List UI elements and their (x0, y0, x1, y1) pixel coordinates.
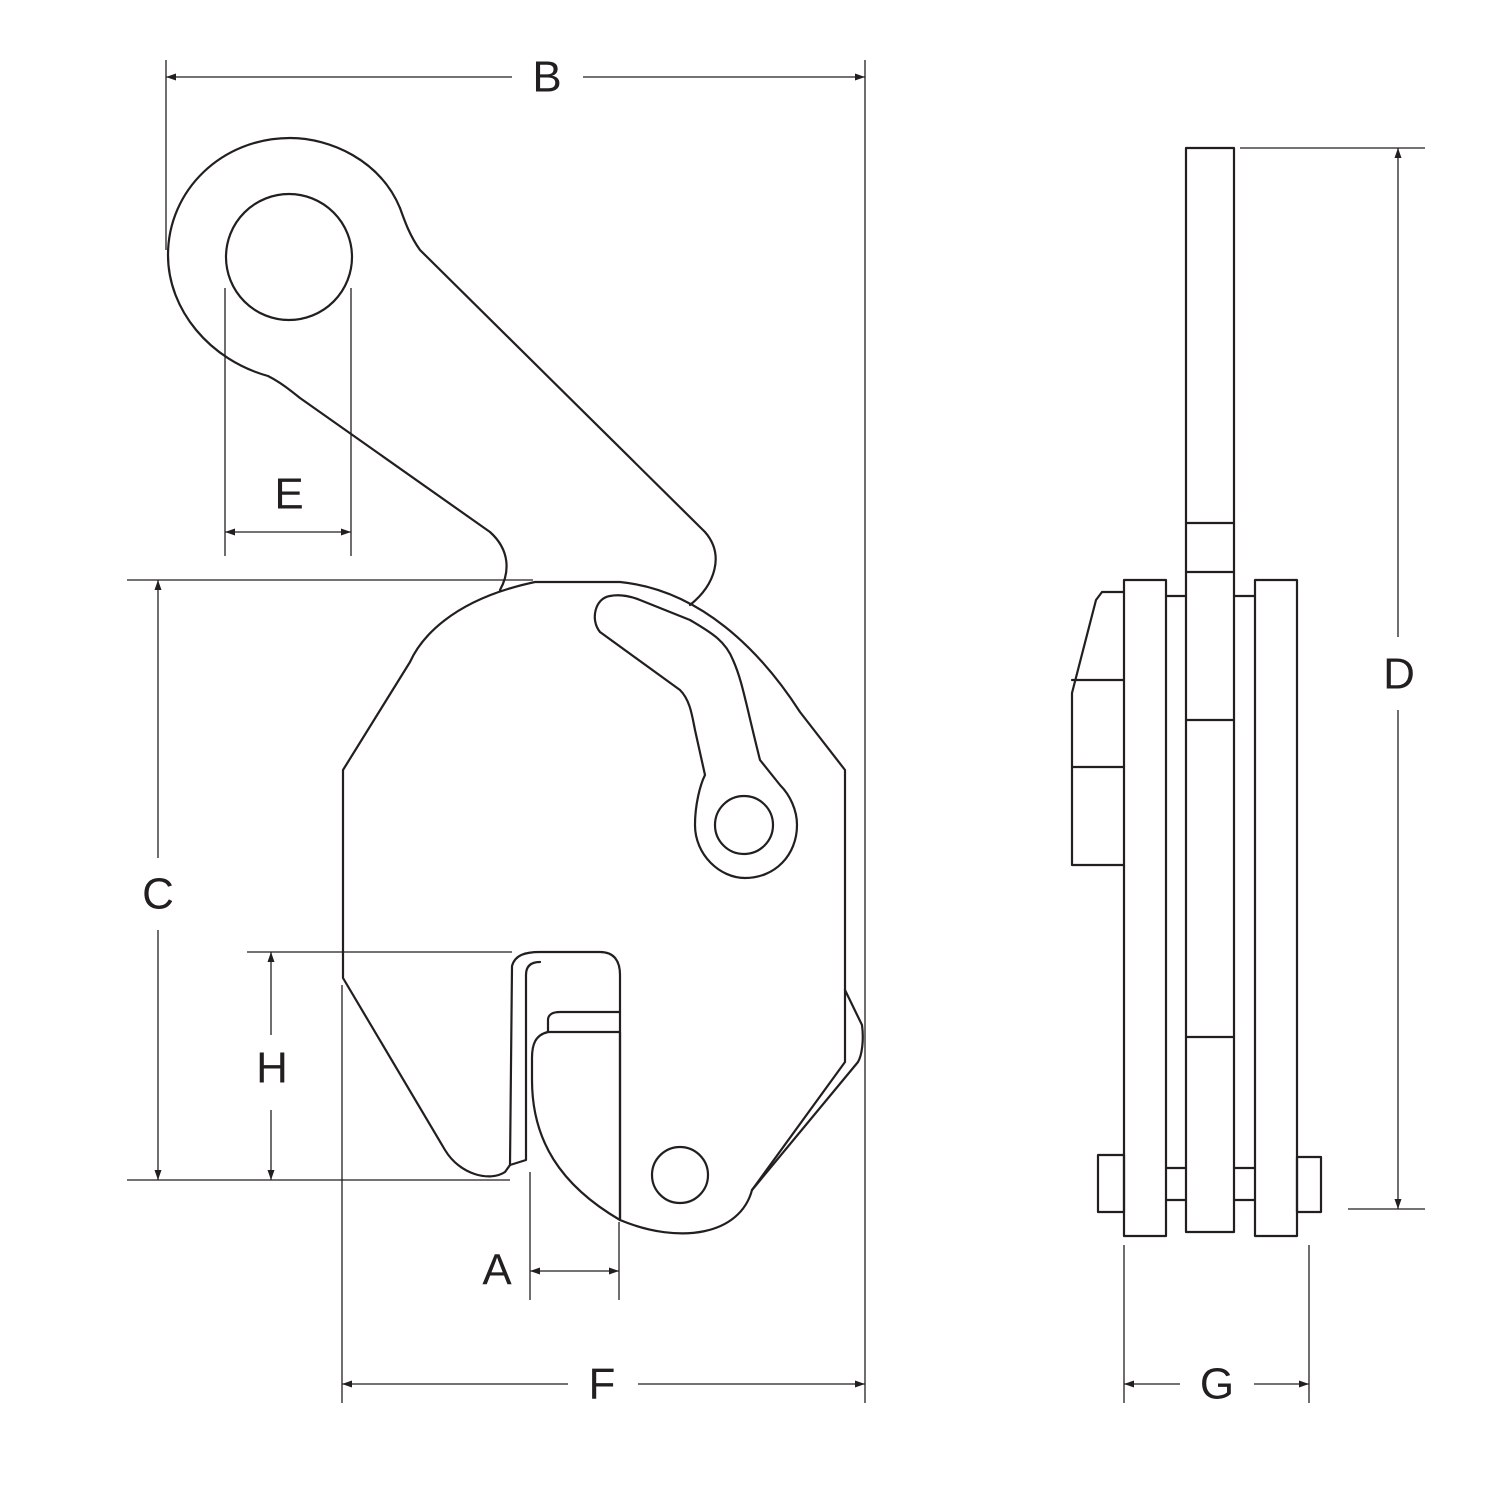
dim-label-d: D (1383, 650, 1415, 699)
dim-label-f: F (589, 1360, 616, 1409)
side-lifting-eye (1184, 146, 1236, 1234)
dim-label-b: B (532, 53, 561, 102)
lifting-eye-arm (166, 136, 508, 592)
dimension-labels: B E C H A F D G (142, 53, 1415, 1409)
gripping-cam (546, 1030, 622, 1222)
cam-step (546, 1010, 622, 1034)
side-view (1070, 146, 1323, 1238)
dim-label-g: G (1200, 1360, 1234, 1409)
dimension-lines (127, 60, 1425, 1403)
side-plate-left (1122, 578, 1168, 1238)
cam-pivot-hole (713, 794, 775, 856)
dim-label-a: A (482, 1246, 512, 1295)
lifting-eye-arm-right-edge (398, 206, 717, 607)
side-cam-handle (1070, 590, 1126, 867)
gripping-cam-face (530, 1030, 622, 1222)
jaw-slot (508, 960, 542, 1167)
clamp-body (341, 580, 847, 1235)
lifting-eye-hole (224, 192, 354, 322)
front-view (166, 136, 864, 1235)
jaw-pivot-hole (650, 1145, 710, 1205)
dim-label-h: H (256, 1044, 288, 1093)
side-bolt-head-right (1295, 1155, 1323, 1214)
side-plate-right (1253, 578, 1299, 1238)
side-bolt-head-left (1096, 1153, 1126, 1214)
dim-label-c: C (142, 870, 174, 919)
cam-slot (593, 594, 799, 880)
body-right-lobe (750, 988, 864, 1192)
dim-label-e: E (274, 470, 303, 519)
